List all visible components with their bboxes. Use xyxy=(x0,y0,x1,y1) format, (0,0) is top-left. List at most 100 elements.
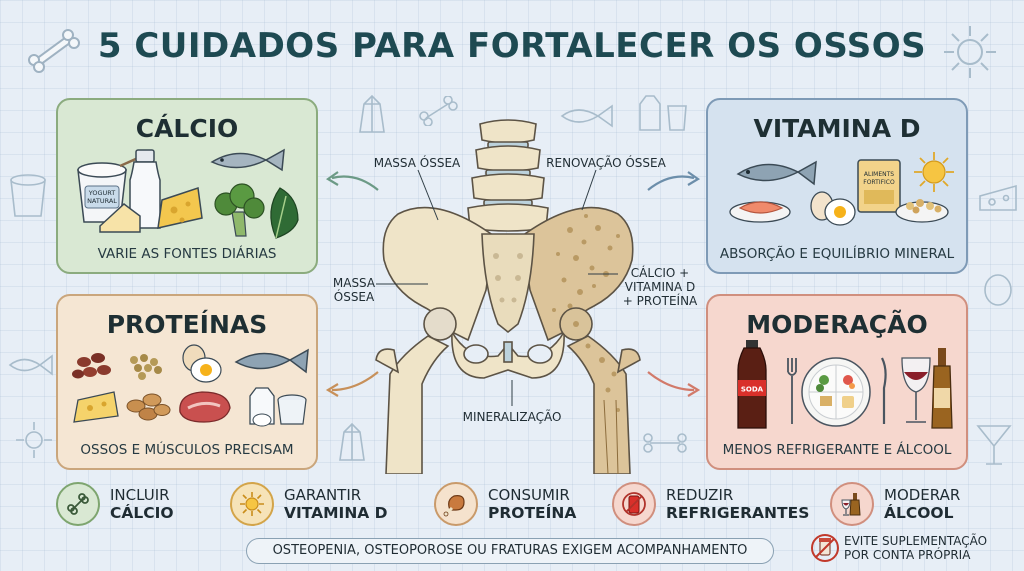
tip-line2: REFRIGERANTES xyxy=(666,504,810,522)
fish-decoration-icon xyxy=(560,104,613,128)
cocktail-decoration-icon xyxy=(976,425,1012,465)
card-proteinas-caption: OSSOS E MÚSCULOS PRECISAM xyxy=(80,442,294,458)
tip-line1: MODERAR xyxy=(884,486,961,504)
tip-line1: INCLUIR xyxy=(110,486,170,504)
sun-decoration-icon xyxy=(944,26,996,78)
cheese-decoration-icon xyxy=(979,184,1017,211)
no-soda-icon xyxy=(612,482,656,526)
moderacao-illustration: SODA xyxy=(737,340,953,429)
cheese-icon xyxy=(99,187,203,233)
footer-note: OSTEOPENIA, OSTEOPOROSE OU FRATURAS EXIG… xyxy=(246,538,774,564)
crystal-decoration-icon xyxy=(339,422,365,461)
arrow-to-calcio-icon xyxy=(325,171,379,191)
label-renovacao-ossea: RENOVAÇÃO ÓSSEA xyxy=(546,156,666,170)
salmon-plate-icon xyxy=(729,201,791,223)
milk-decoration-icon xyxy=(639,95,687,131)
cheese-icon xyxy=(73,391,119,423)
kale-icon xyxy=(270,187,299,239)
warning-line2: POR CONTA PRÓPRIA xyxy=(844,548,971,562)
proteinas-foods-illustration xyxy=(72,344,309,427)
card-vitamina-d-title: VITAMINA D xyxy=(753,114,921,143)
wine-bottle-icon xyxy=(931,348,953,429)
vitamina-d-foods-illustration: ALIMENTS FORTIFICO xyxy=(729,152,954,226)
card-moderacao-title: MODERAÇÃO xyxy=(746,310,928,339)
wine-bottle-icon xyxy=(830,482,874,526)
card-calcio-caption: VARIE AS FONTES DIÁRIAS xyxy=(97,246,277,262)
symphysis-cartilage xyxy=(503,341,513,363)
lentils-icon xyxy=(130,354,162,380)
card-moderacao: MODERAÇÃO SODA xyxy=(706,294,968,470)
warning-text: EVITE SUPLEMENTAÇÃO POR CONTA PRÓPRIA xyxy=(844,534,987,562)
left-femur xyxy=(375,307,457,474)
fortified-package-icon: ALIMENTS FORTIFICO xyxy=(857,159,901,213)
sardine-icon xyxy=(210,148,285,172)
beans-icon xyxy=(72,353,111,379)
knife-icon xyxy=(881,357,887,424)
arrow-to-vitamina-icon xyxy=(647,171,701,191)
card-proteinas: PROTEÍNAS xyxy=(56,294,318,470)
page-title: 5 CUIDADOS PARA FORTALECER OS OSSOS xyxy=(97,26,927,66)
yogurt-label-line2: NATURAL xyxy=(87,197,117,205)
arrow-to-proteinas-icon xyxy=(325,371,379,397)
crystal-decoration-icon xyxy=(359,94,385,133)
broccoli-icon xyxy=(214,183,265,237)
warning-line1: EVITE SUPLEMENTAÇÃO xyxy=(844,534,988,548)
meat-icon xyxy=(179,391,231,423)
right-femur xyxy=(559,307,641,474)
spine-vertebrae xyxy=(467,119,549,232)
cereal-bowl-icon xyxy=(895,199,949,223)
arrow-to-moderacao-icon xyxy=(647,371,701,397)
eggs-icon xyxy=(810,191,856,226)
tip-line2: VITAMINA D xyxy=(284,504,388,522)
soda-bottle-icon: SODA xyxy=(737,340,767,429)
svg-text:SODA: SODA xyxy=(741,386,764,394)
label-massa-ossea-top: MASSA ÓSSEA xyxy=(373,156,461,170)
tip-line2: PROTEÍNA xyxy=(488,504,577,522)
pelvis-skeleton-illustration xyxy=(375,119,641,474)
sun-decoration-icon xyxy=(16,422,52,458)
card-vitamina-d: VITAMINA D ALIMENTS FORTIFICO xyxy=(706,98,968,274)
milk-yogurt-icon xyxy=(249,387,307,427)
fish-icon xyxy=(234,348,309,374)
card-vitamina-d-caption: ABSORÇÃO E EQUILÍBRIO MINERAL xyxy=(719,246,955,262)
bone-decoration-icon xyxy=(643,433,687,453)
tip-line2: CÁLCIO xyxy=(110,504,174,522)
svg-text:FORTIFICO: FORTIFICO xyxy=(863,179,895,186)
yogurt-label-line1: YOGURT xyxy=(88,189,116,197)
sun-icon xyxy=(914,152,954,192)
card-calcio: CÁLCIO YOGURT NATURAL xyxy=(56,98,318,274)
card-proteinas-title: PROTEÍNAS xyxy=(106,310,268,339)
svg-text:ALIMENTS: ALIMENTS xyxy=(864,171,894,178)
bone-decoration-icon xyxy=(28,29,80,73)
calcio-foods-illustration: YOGURT NATURAL xyxy=(77,148,299,239)
fish-icon xyxy=(736,160,817,186)
nuts-icon xyxy=(126,393,171,421)
drumstick-icon xyxy=(434,482,478,526)
tip-line1: GARANTIR xyxy=(284,486,362,504)
fish-decoration-icon xyxy=(8,354,53,376)
tip-line2: ÁLCOOL xyxy=(884,504,954,522)
egg-decoration-icon xyxy=(984,274,1012,306)
yogurt-decoration-icon xyxy=(10,174,46,217)
tip-line1: CONSUMIR xyxy=(488,486,570,504)
bone-decoration-icon xyxy=(419,96,458,126)
wine-glass-icon xyxy=(901,357,931,423)
bone-icon xyxy=(56,482,100,526)
card-calcio-title: CÁLCIO xyxy=(135,114,239,143)
card-moderacao-caption: MENOS REFRIGERANTE E ÁLCOOL xyxy=(722,442,952,458)
label-calcio-vitamina-proteina: CÁLCIO +VITAMINA D+ PROTEÍNA xyxy=(622,266,698,308)
no-supplement-icon xyxy=(811,534,839,562)
eggs-icon xyxy=(182,344,222,383)
plate-icon xyxy=(801,357,871,427)
yogurt-icon: YOGURT NATURAL xyxy=(77,156,139,223)
sun-icon xyxy=(230,482,274,526)
label-mineralizacao: MINERALIZAÇÃO xyxy=(462,410,562,424)
fork-icon xyxy=(787,358,797,424)
